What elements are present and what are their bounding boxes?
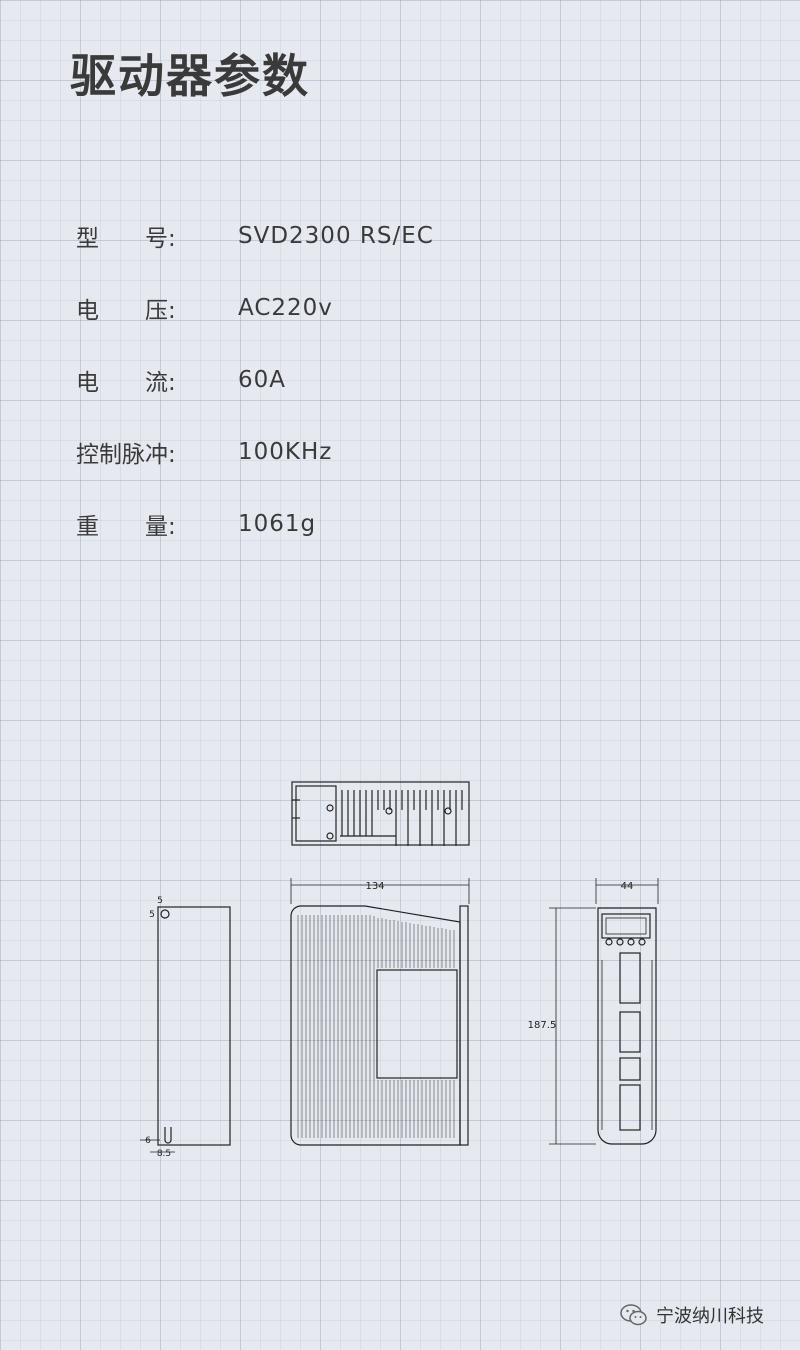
spec-label: 电 流: xyxy=(76,370,176,396)
page-title: 驱动器参数 xyxy=(70,49,310,103)
footer-brand-name: 宁波纳川科技 xyxy=(656,1306,764,1327)
spec-label: 控制脉冲: xyxy=(76,442,176,468)
spec-label: 型 号: xyxy=(76,226,176,252)
drawing-right-view xyxy=(549,878,659,1145)
footer-brand: 宁波纳川科技 xyxy=(620,1300,764,1330)
spec-row-weight: 重 量: 1061g xyxy=(76,488,434,560)
dim-width-label: 134 xyxy=(365,881,384,892)
spec-value: 100KHz xyxy=(238,439,333,465)
spec-row-current: 电 流: 60A xyxy=(76,344,434,416)
wechat-icon xyxy=(620,1304,647,1326)
drawing-front-view xyxy=(290,878,470,1146)
spec-list: 型 号: SVD2300 RS/EC 电 压: AC220v 电 流: 60A … xyxy=(76,200,434,560)
drawing-top-view xyxy=(291,781,470,846)
spec-row-voltage: 电 压: AC220v xyxy=(76,272,434,344)
dim-depth-label: 44 xyxy=(621,881,634,892)
spec-value: 1061g xyxy=(238,511,317,537)
dim-hole-top-h: 5 xyxy=(157,896,163,906)
dim-hole-top-v: 5 xyxy=(149,910,155,920)
dim-bottom-b: 8.5 xyxy=(157,1149,171,1159)
dim-bottom-a: 6 xyxy=(145,1136,151,1146)
spec-row-model: 型 号: SVD2300 RS/EC xyxy=(76,200,434,272)
drawing-side-view-left xyxy=(140,906,231,1153)
dim-height-label: 187.5 xyxy=(528,1020,557,1031)
spec-value: AC220v xyxy=(238,295,333,321)
spec-label: 电 压: xyxy=(76,298,176,324)
spec-label: 重 量: xyxy=(76,514,176,540)
spec-value: 60A xyxy=(238,367,287,393)
spec-value: SVD2300 RS/EC xyxy=(238,223,434,249)
spec-row-pulse: 控制脉冲: 100KHz xyxy=(76,416,434,488)
